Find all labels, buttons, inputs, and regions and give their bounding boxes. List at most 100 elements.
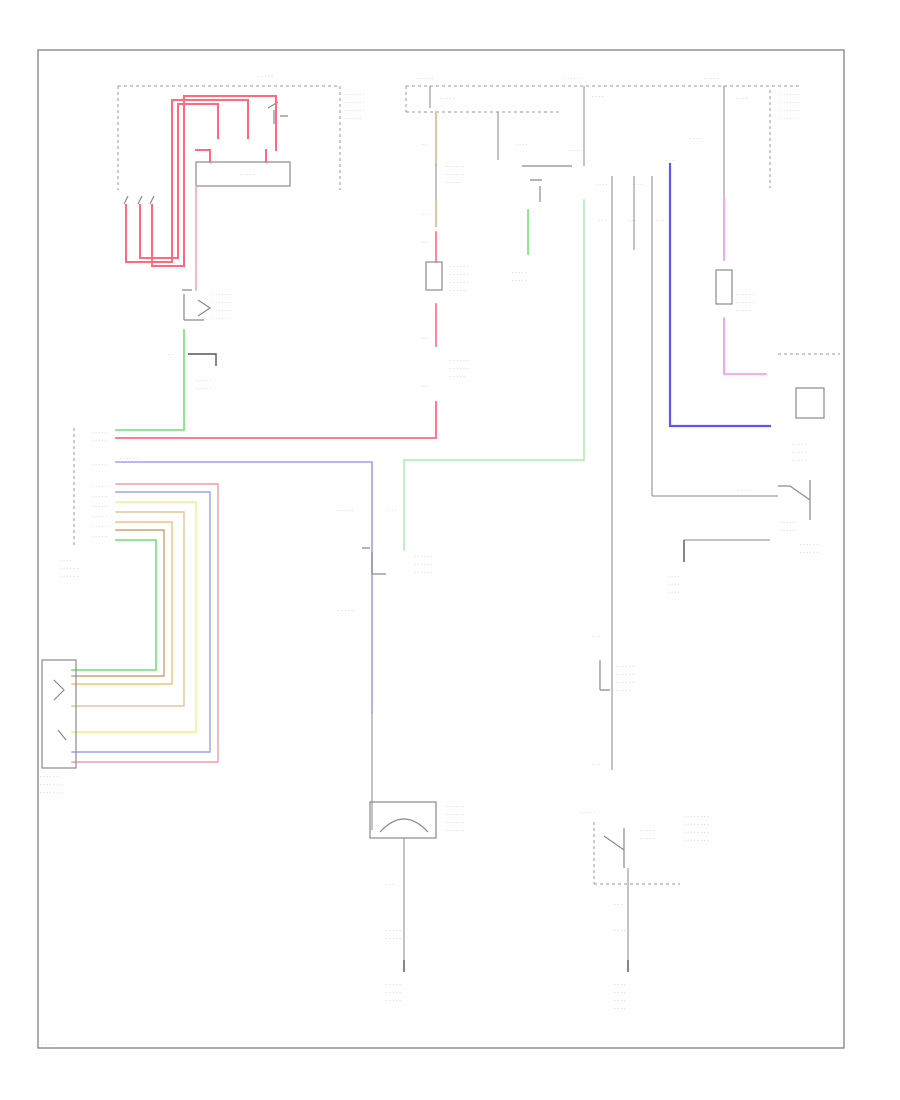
svg-text:· · · · ·: · · · · ·: [640, 836, 655, 842]
svg-text:· ·: · ·: [422, 384, 427, 390]
svg-text:· · · · ·: · · · · ·: [258, 74, 273, 80]
svg-text:· · · · · ·: · · · · · ·: [446, 828, 464, 834]
svg-text:· · · · · ·: · · · · · ·: [60, 566, 78, 572]
red-wire-to-ecm: [115, 401, 437, 439]
svg-text:· · · · · ·: · · · · · ·: [446, 804, 464, 810]
svg-text:· · · · · ·: · · · · · ·: [780, 108, 798, 114]
svg-text:· · · · · ·: · · · · · ·: [616, 664, 634, 670]
svg-text:· · · · ·: · · · · ·: [792, 442, 807, 448]
green-wire-long: [403, 199, 585, 551]
svg-text:· · · · · ·: · · · · · ·: [446, 164, 464, 170]
orange-wire-ecm: [71, 521, 173, 685]
svg-text:· ·: · ·: [422, 212, 427, 218]
svg-text:· · · · ·: · · · · ·: [780, 520, 795, 526]
switch-center: [425, 261, 443, 291]
svg-text:· · · · · ·: · · · · · ·: [616, 672, 634, 678]
svg-text:· · · · ·: · · · · ·: [736, 308, 751, 314]
red-wire-4: [195, 149, 211, 163]
red-wire-bundle: [123, 95, 277, 291]
svg-text:· · · ·: · · · ·: [668, 590, 680, 596]
svg-text:· · · · ·: · · · · ·: [92, 438, 107, 444]
svg-text:· · · ·: · · · ·: [596, 182, 608, 188]
transmission-range-switch: · · · · · · · · · · · · · · · · · · · · …: [369, 801, 464, 1004]
right-column-wiring: · · · · · · · · · · · · · · · · · · · · …: [690, 108, 840, 464]
blue-wire-ecm: [115, 461, 373, 713]
ecm-relay-group: · · · · · · · · · · · · · · · · · · · · …: [117, 74, 364, 190]
mid-fuse-branch: · · · · · · · · · · · · · · · · · · · · …: [403, 108, 778, 770]
yellow-wire-ecm: [71, 501, 197, 733]
svg-text:· · · · ·: · · · · ·: [450, 374, 465, 380]
svg-text:· ·: · ·: [422, 142, 427, 148]
svg-text:· · · · · ·: · · · · · ·: [212, 292, 230, 298]
svg-text:· · · · ·: · · · · ·: [780, 116, 795, 122]
svg-text:· · ·: · · ·: [592, 634, 601, 640]
svg-text:· · · · ·: · · · · ·: [450, 288, 465, 294]
green-wire-ecm: [71, 539, 157, 671]
switch-right: [715, 269, 733, 305]
svg-text:· · · · ·: · · · · ·: [386, 990, 401, 996]
svg-text:· · · · · · · ·: · · · · · · · ·: [684, 830, 709, 836]
svg-text:· · · · ·: · · · · ·: [92, 504, 107, 510]
svg-text:· · · · ·: · · · · ·: [338, 508, 353, 514]
svg-text:· · · · ·: · · · · ·: [418, 76, 433, 82]
svg-text:· · · · · ·: · · · · · ·: [346, 108, 364, 114]
svg-text:· · · ·: · · · ·: [614, 1006, 626, 1012]
svg-text:· · · ·: · · · ·: [738, 488, 750, 494]
svg-text:· · · · ·: · · · · ·: [512, 270, 527, 276]
svg-text:· · · ·: · · · ·: [668, 582, 680, 588]
park-switch: · · · · · · · · · · · · · · · · · · · · …: [580, 634, 709, 1012]
svg-text:· · ·: · · ·: [386, 882, 395, 888]
svg-text:· · · · ·: · · · · ·: [640, 828, 655, 834]
backup-switch: · · · · · · · · · · · · · · · · · · · · …: [668, 480, 818, 596]
svg-text:· ·: · ·: [422, 240, 427, 246]
svg-text:· · · · · ·: · · · · · ·: [120, 456, 138, 462]
svg-text:· · · · · ·: · · · · · ·: [450, 264, 468, 270]
ecm-main-connector: · · · · · · · · · · · · · · · · · · · · …: [60, 428, 373, 830]
brown-wire-ecm: [71, 529, 165, 677]
svg-text:· ·: · ·: [422, 336, 427, 342]
svg-text:· · ·: · · ·: [666, 158, 675, 164]
blue-wire-right: [668, 162, 772, 428]
svg-text:· · · ·: · · · ·: [42, 1042, 54, 1048]
svg-text:· · · ·: · · · ·: [614, 998, 626, 1004]
svg-text:· · · · · ·: · · · · · ·: [736, 292, 754, 298]
svg-text:· · · · ·: · · · · ·: [512, 278, 527, 284]
svg-text:· · · · · ·: · · · · · ·: [780, 92, 798, 98]
svg-text:· · · ·: · · · ·: [516, 142, 528, 148]
svg-text:· · · ·: · · · ·: [668, 574, 680, 580]
range-switch-box: [369, 801, 437, 839]
svg-text:· · · · · ·: · · · · · ·: [446, 172, 464, 178]
shift-sensor: · · · · · · · · · · · · · · · · · · · ·: [40, 659, 77, 796]
svg-text:· · · · ·: · · · · ·: [346, 116, 361, 122]
connector-mid: · · · · · · · · · · · · · · · · · · · · …: [338, 508, 432, 614]
svg-text:· · · · · ·: · · · · · ·: [736, 300, 754, 306]
svg-text:· · · · ·: · · · · ·: [580, 810, 595, 816]
svg-text:· · · · · ·: · · · · · ·: [60, 574, 78, 580]
svg-text:· · ·: · · ·: [634, 182, 643, 188]
svg-text:· · · · ·: · · · · ·: [92, 430, 107, 436]
red-wire-1: [125, 99, 249, 263]
svg-text:· · · ·: · · · ·: [736, 96, 748, 102]
diagram-frame: [37, 49, 845, 1049]
svg-text:· · · · ·: · · · · ·: [792, 450, 807, 456]
svg-text:· · · · · ·: · · · · · ·: [346, 92, 364, 98]
svg-text:· · · · · ·: · · · · · ·: [446, 820, 464, 826]
svg-text:· · · · · ·: · · · · · ·: [780, 100, 798, 106]
svg-text:· · · · · ·: · · · · · ·: [346, 100, 364, 106]
svg-text:· · · ·: · · · ·: [614, 990, 626, 996]
center-column-wiring: · · · · · · · · · · · · · · · · · · · · …: [115, 111, 468, 439]
svg-text:· · · ·: · · · ·: [592, 94, 604, 100]
svg-text:· · · ·: · · · ·: [570, 148, 582, 154]
svg-text:· ·: · ·: [168, 352, 173, 358]
svg-text:· · ·: · · ·: [388, 508, 397, 514]
svg-text:· · · · · ·: · · · · · ·: [450, 280, 468, 286]
indicator-box: [795, 387, 825, 419]
svg-text:· · · · ·: · · · · ·: [92, 524, 107, 530]
svg-text:· · · · · · ·: · · · · · · ·: [40, 790, 62, 796]
magenta-wire-right-lower: [723, 317, 767, 375]
svg-text:· · · · ·: · · · · ·: [386, 928, 401, 934]
svg-text:· · · · ·: · · · · ·: [92, 534, 107, 540]
svg-text:· · ·: · · ·: [628, 218, 637, 224]
svg-text:· · · · · ·: · · · · · ·: [800, 550, 818, 556]
